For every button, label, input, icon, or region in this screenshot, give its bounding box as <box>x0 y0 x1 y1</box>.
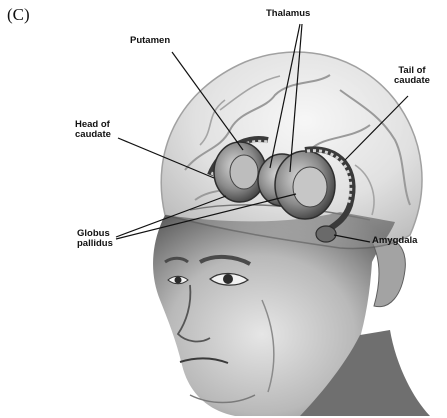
label-tail-of-caudate-line-2: caudate <box>394 76 430 86</box>
label-globus-pallidus: Globus pallidus <box>77 229 113 249</box>
label-putamen: Putamen <box>130 36 170 46</box>
label-tail-of-caudate: Tail of caudate <box>394 66 430 86</box>
label-amygdala: Amygdala <box>372 236 417 246</box>
label-head-of-caudate-line-2: caudate <box>75 130 111 140</box>
panel-letter: (C) <box>7 6 30 23</box>
label-head-of-caudate: Head of caudate <box>75 120 111 140</box>
label-thalamus: Thalamus <box>266 9 310 19</box>
label-globus-pallidus-line-2: pallidus <box>77 239 113 249</box>
